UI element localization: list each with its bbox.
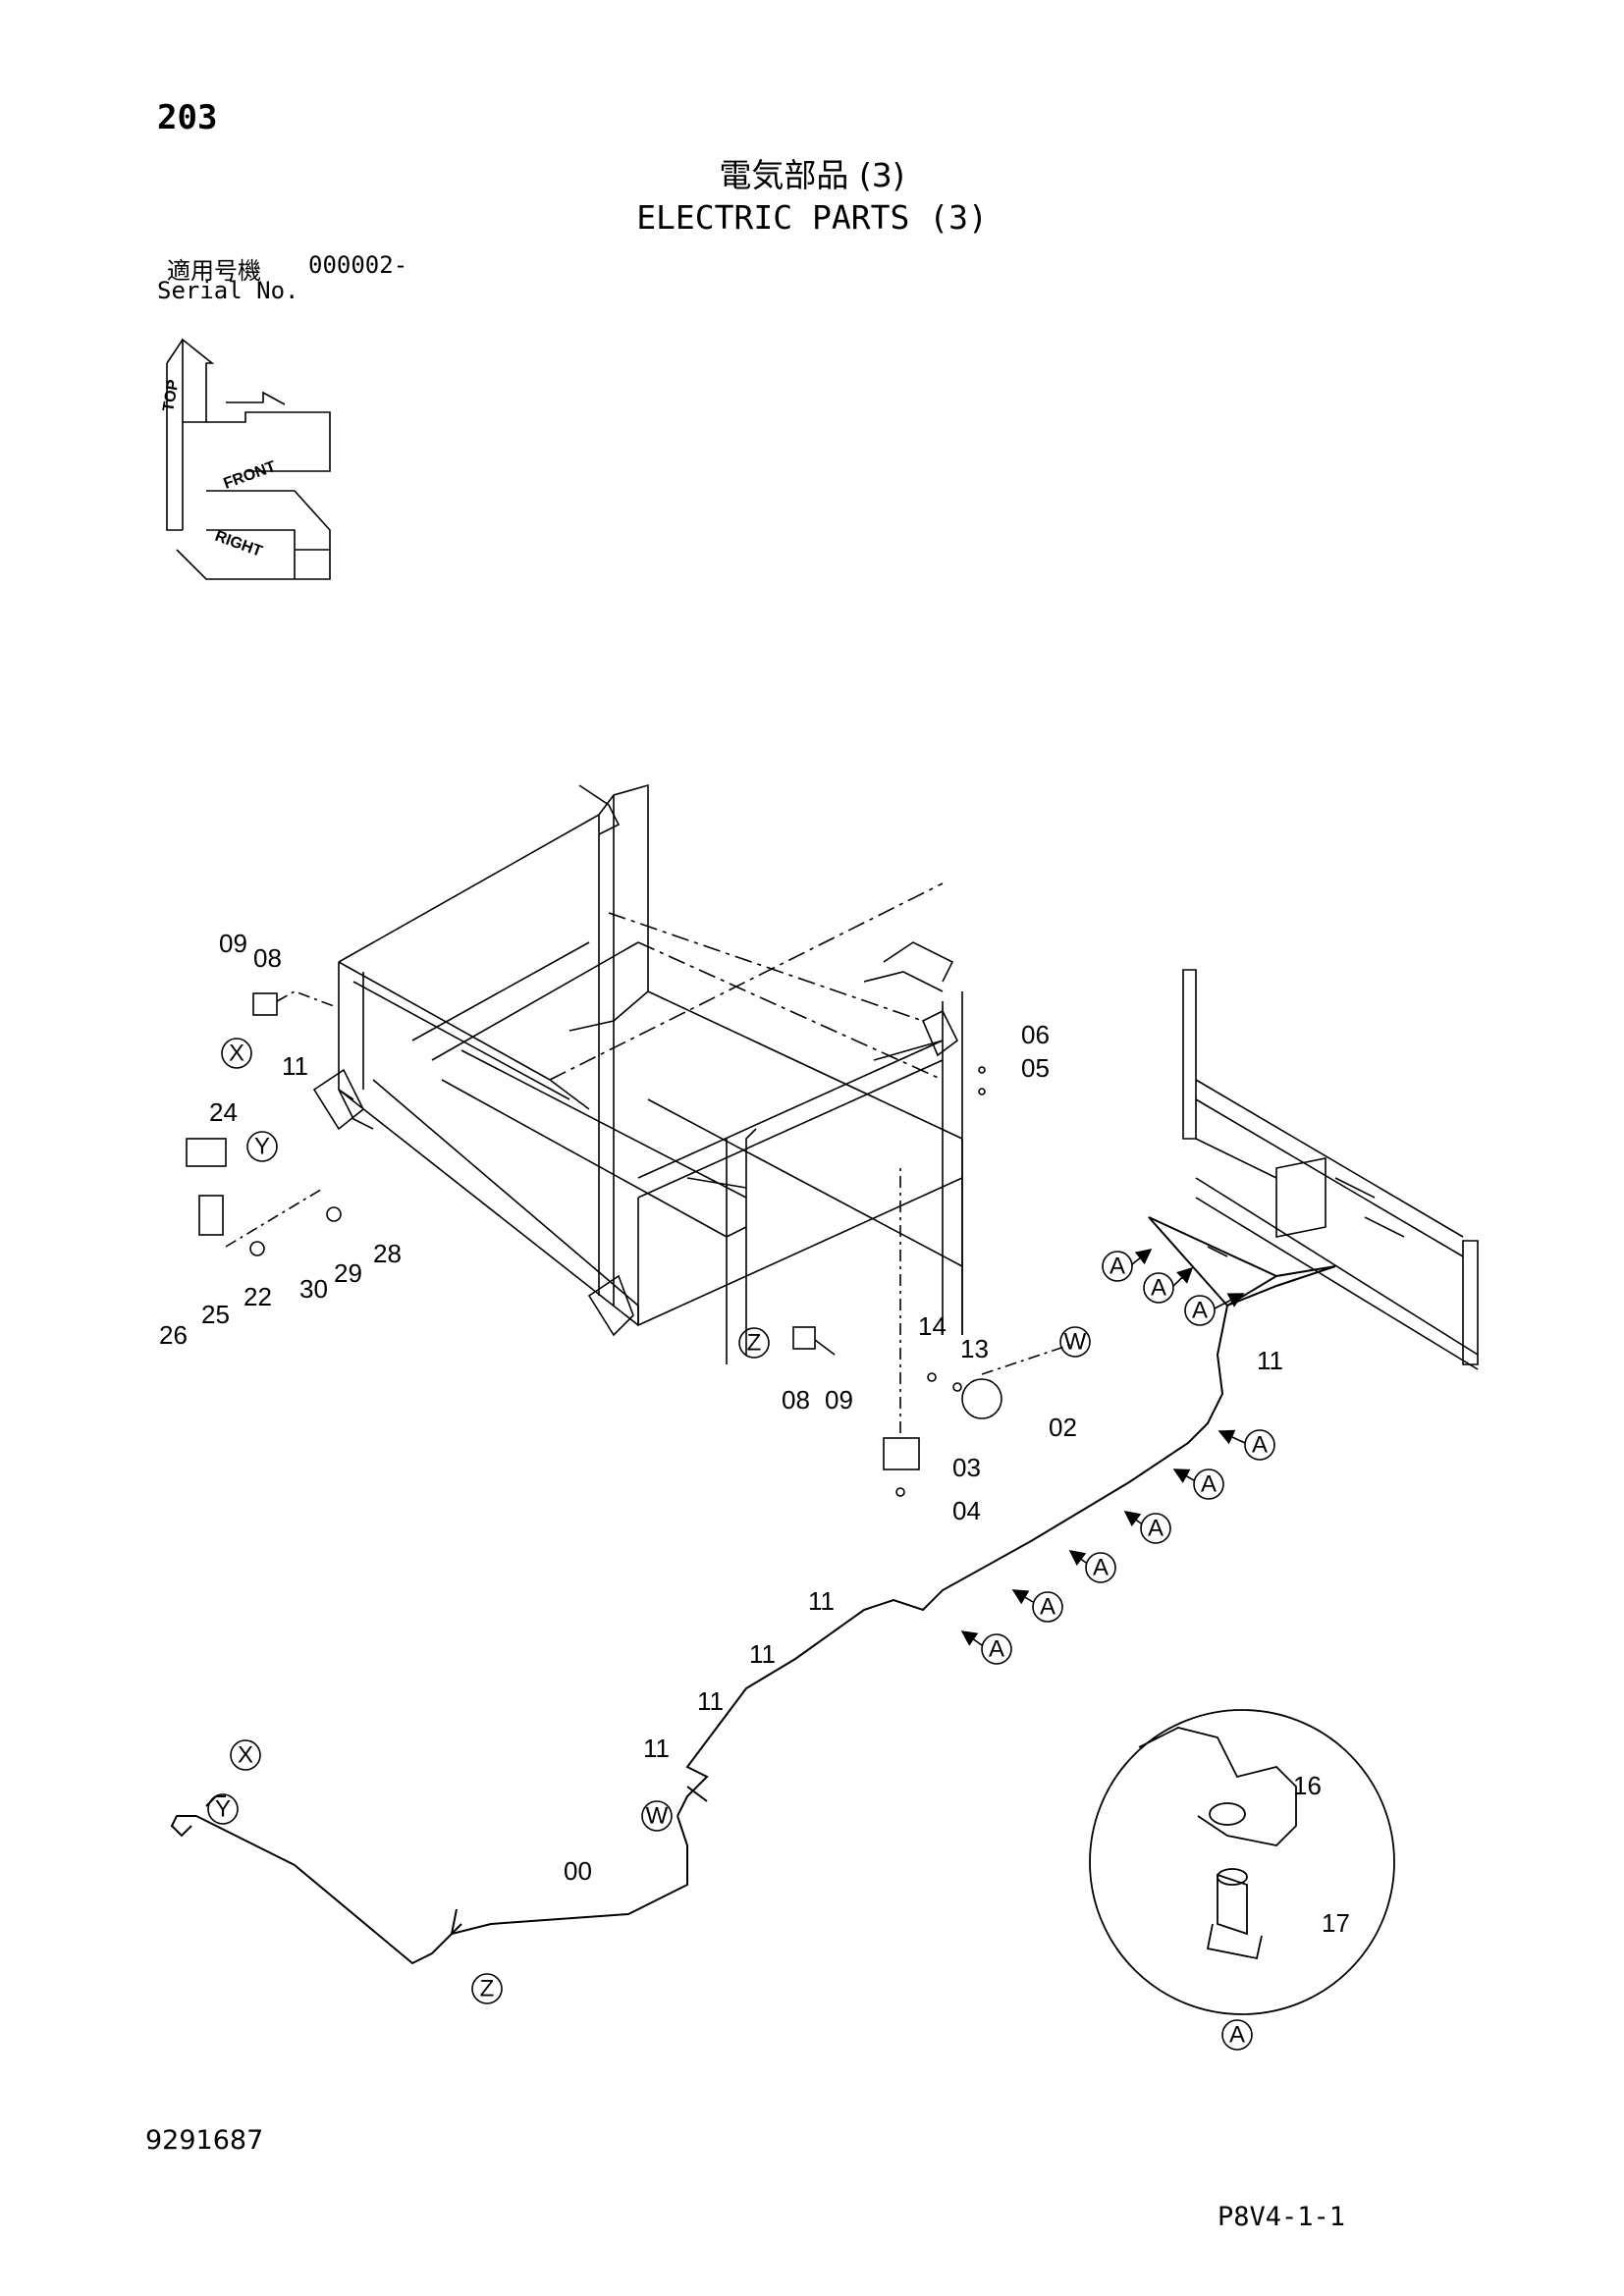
detail-a	[1089, 1709, 1395, 2015]
callout-25: 25	[201, 1300, 230, 1329]
ref-y-upper: Y	[254, 1134, 270, 1160]
part-05	[978, 1088, 986, 1095]
ref-x-upper: X	[229, 1041, 244, 1067]
callout-03: 03	[952, 1453, 981, 1482]
callout-24: 24	[209, 1097, 238, 1127]
bracket-25	[198, 1195, 224, 1236]
serial-label-english: Serial No.	[157, 277, 299, 304]
clamp-a-9: A	[989, 1636, 1004, 1663]
ref-y-lower: Y	[215, 1796, 231, 1823]
bolt-17	[1217, 1873, 1248, 1936]
clamp-a-8: A	[1040, 1594, 1056, 1621]
callout-08-bottom: 08	[782, 1385, 810, 1415]
callout-16: 16	[1293, 1771, 1322, 1800]
callout-00: 00	[564, 1856, 592, 1886]
bracket-03	[883, 1437, 920, 1470]
clamp-a-detail: A	[1229, 2022, 1245, 2049]
callout-11-harness-4: 11	[643, 1734, 670, 1763]
callout-05: 05	[1021, 1053, 1050, 1083]
reference-circles: X Y Z W X Y Z W	[207, 1038, 1091, 2004]
callout-29: 29	[334, 1258, 362, 1288]
washer-13	[952, 1382, 962, 1392]
frame-structure	[312, 783, 963, 1364]
title-japanese: 電気部品 (3)	[719, 156, 905, 194]
ref-z-upper: Z	[747, 1330, 762, 1357]
serial-label-japanese: 適用号機	[167, 257, 261, 285]
connector-08-bottom	[792, 1326, 816, 1350]
ref-w-upper: W	[1064, 1329, 1087, 1356]
callout-11-harness-2: 11	[749, 1639, 776, 1669]
callout-26: 26	[159, 1320, 188, 1350]
callout-labels: 09 08 11 24 28 29 30 22 25 26 06 05 14 1…	[159, 929, 1350, 1938]
clamp-a-3: A	[1192, 1298, 1208, 1324]
orientation-indicator: TOP FRONT RIGHT	[160, 338, 331, 580]
clamp-a-5: A	[1201, 1471, 1217, 1498]
detail-a-circle	[1089, 1709, 1395, 2015]
bolt-04	[895, 1487, 905, 1497]
callout-11-right: 11	[1257, 1346, 1283, 1375]
title-english: ELECTRIC PARTS (3)	[636, 198, 988, 237]
document-number: 9291687	[145, 2125, 264, 2156]
callout-02: 02	[1049, 1413, 1077, 1442]
components	[186, 990, 1071, 1497]
callout-11-left: 11	[282, 1051, 308, 1081]
ref-z-lower: Z	[480, 1976, 495, 2002]
clamp-a-1: A	[1110, 1254, 1125, 1280]
grommet-02	[961, 1378, 1002, 1419]
callout-08-left: 08	[253, 943, 282, 973]
clamp-a-7: A	[1093, 1555, 1109, 1581]
callout-11-harness-1: 11	[808, 1586, 835, 1616]
right-bracket	[1182, 969, 1479, 1370]
callout-22: 22	[244, 1282, 272, 1311]
clamp-a-2: A	[1151, 1275, 1166, 1302]
clamp-a-4: A	[1252, 1432, 1268, 1459]
callout-09-left: 09	[219, 929, 247, 958]
callout-06: 06	[1021, 1020, 1050, 1049]
orientation-front-label: FRONT	[222, 458, 279, 493]
callout-30: 30	[299, 1274, 328, 1304]
part-28	[326, 1206, 342, 1222]
ref-w-lower: W	[646, 1803, 669, 1830]
switch-24	[186, 1138, 227, 1167]
wire-harness	[170, 1216, 1336, 1965]
callout-04: 04	[952, 1496, 981, 1525]
orientation-right-label: RIGHT	[213, 528, 265, 561]
callout-17: 17	[1322, 1908, 1350, 1938]
clamp-a-6: A	[1148, 1516, 1164, 1542]
orientation-top-label: TOP	[160, 378, 182, 412]
connector-08-left	[252, 992, 278, 1016]
callout-14: 14	[918, 1311, 947, 1341]
callout-13: 13	[960, 1334, 989, 1363]
ref-x-lower: X	[238, 1742, 253, 1769]
callout-11-harness-3: 11	[697, 1686, 724, 1716]
figure-code: P8V4-1-1	[1218, 2202, 1346, 2232]
page-number: 203	[157, 98, 218, 137]
clamp-locations: A A A A A A A A A A	[960, 1249, 1275, 2051]
bolt-14	[927, 1372, 937, 1382]
callout-09-bottom: 09	[825, 1385, 853, 1415]
clamp-16	[1138, 1727, 1297, 1846]
part-06	[978, 1066, 986, 1074]
serial-value: 000002-	[308, 251, 408, 279]
callout-28: 28	[373, 1239, 402, 1268]
nut-22	[249, 1241, 265, 1256]
